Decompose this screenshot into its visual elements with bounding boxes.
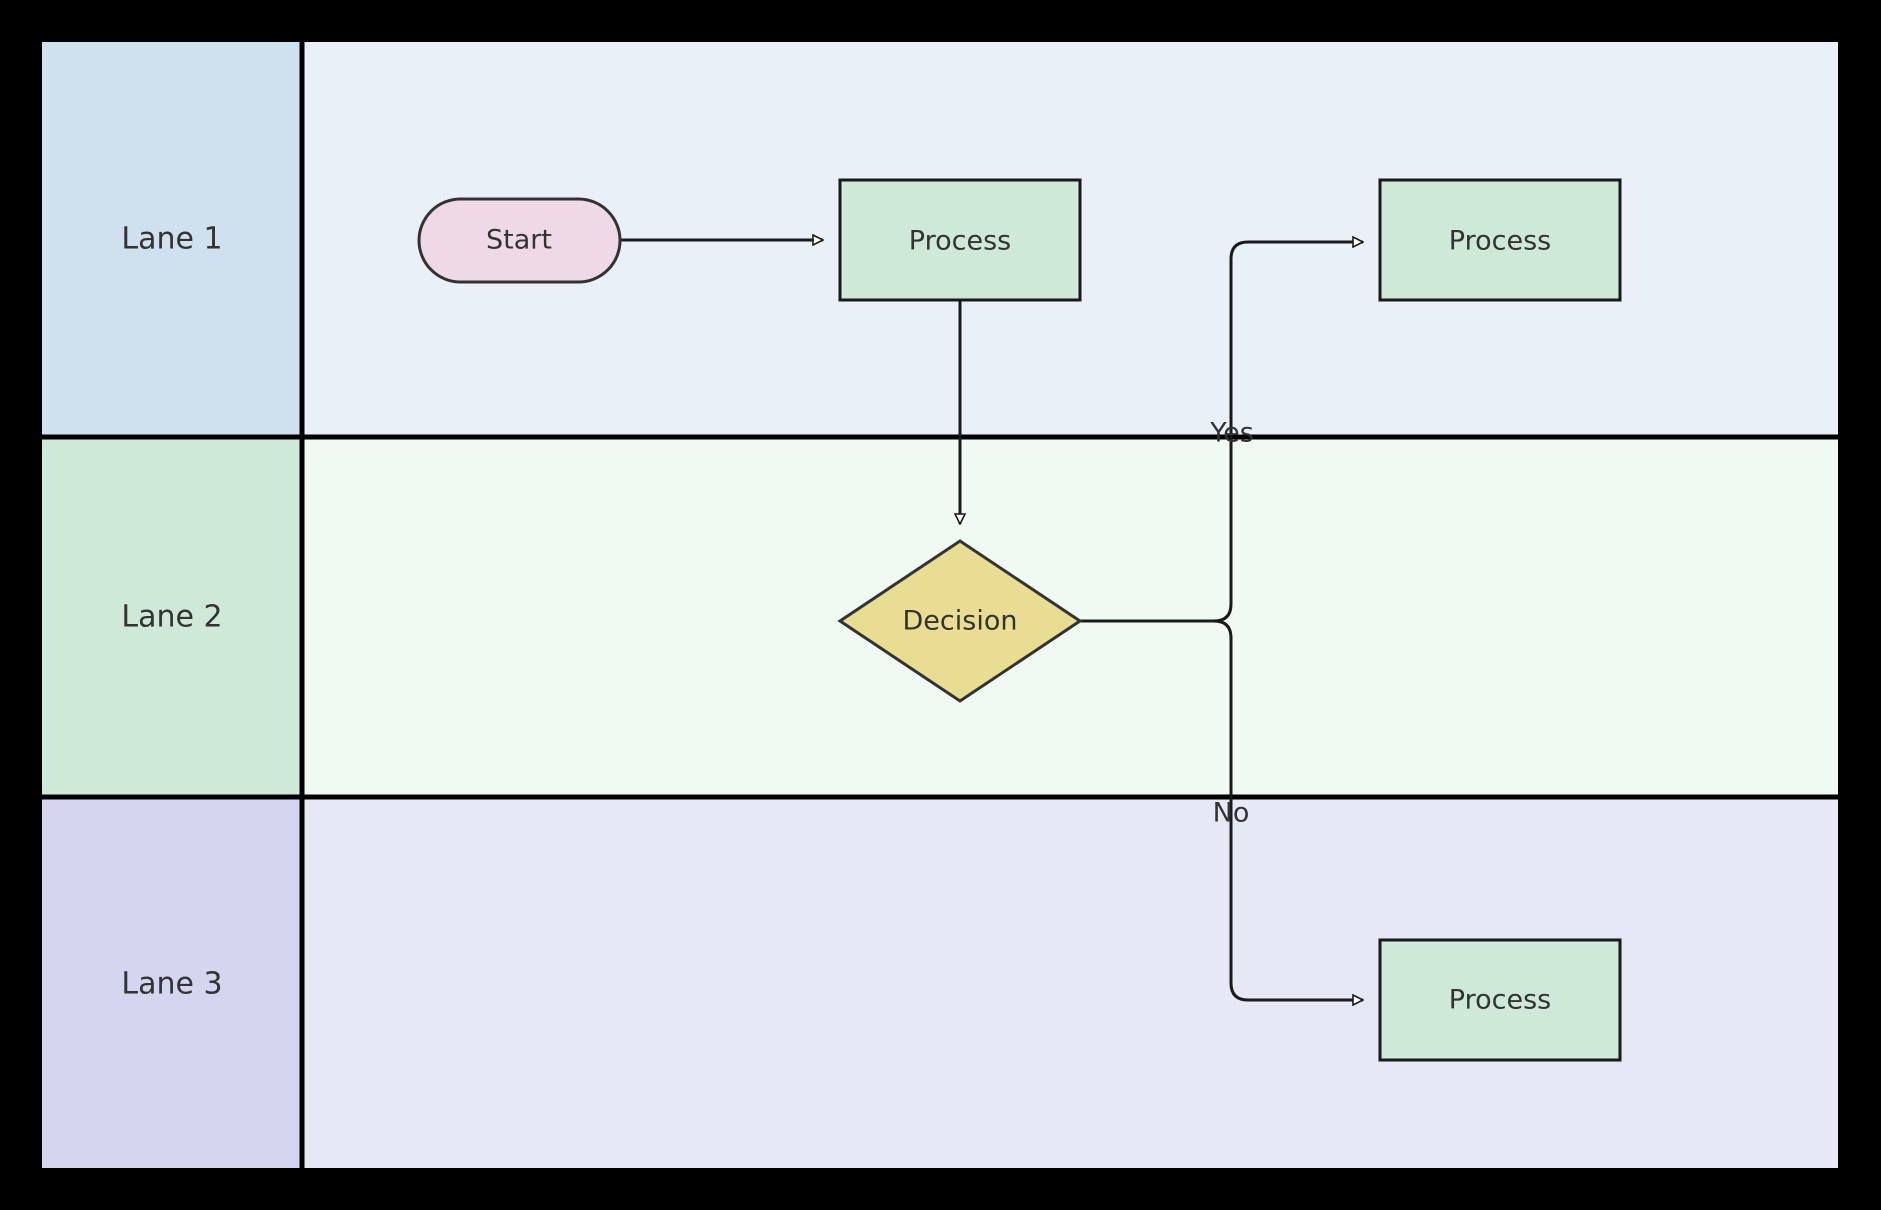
lane-headers: Lane 1 Lane 2 Lane 3 bbox=[42, 42, 302, 1168]
nodes: Start Process Process Decision Process bbox=[417, 178, 1622, 1062]
lane-header-3-label: Lane 3 bbox=[121, 967, 222, 1002]
edge-decision-to-process-yes bbox=[1080, 242, 1363, 623]
lane-header-2-fill bbox=[42, 437, 302, 797]
lane-header-1-label: Lane 1 bbox=[121, 222, 222, 257]
node-process-no[interactable]: Process bbox=[1378, 938, 1622, 1062]
node-decision-shape bbox=[837, 539, 1083, 703]
node-process-no-shape bbox=[1378, 938, 1622, 1062]
node-process-1-label: Process bbox=[909, 226, 1011, 257]
lane-header-2-label: Lane 2 bbox=[121, 600, 222, 635]
edge-labels: Yes No bbox=[1209, 418, 1254, 829]
lane-header-3-fill bbox=[42, 797, 302, 1168]
node-process-yes[interactable]: Process bbox=[1378, 178, 1622, 302]
node-process-1[interactable]: Process bbox=[838, 178, 1082, 302]
node-process-1-shape bbox=[838, 178, 1082, 302]
edges bbox=[620, 240, 1363, 1000]
edge-decision-to-process-no bbox=[1080, 619, 1363, 1000]
lane-header-3[interactable]: Lane 3 bbox=[42, 797, 302, 1168]
node-start-shape bbox=[417, 197, 622, 284]
lane-header-1-fill bbox=[42, 42, 302, 437]
lane-header-2[interactable]: Lane 2 bbox=[42, 437, 302, 797]
node-process-no-label: Process bbox=[1449, 985, 1551, 1016]
node-start[interactable]: Start bbox=[417, 197, 622, 284]
node-decision-label: Decision bbox=[903, 606, 1018, 637]
node-process-yes-label: Process bbox=[1449, 226, 1551, 257]
node-start-label: Start bbox=[486, 225, 552, 256]
node-decision[interactable]: Decision bbox=[837, 539, 1083, 703]
lane-header-1[interactable]: Lane 1 bbox=[42, 42, 302, 437]
edge-label-yes: Yes bbox=[1209, 418, 1254, 449]
lane-dividers bbox=[42, 42, 1838, 1168]
edge-label-no: No bbox=[1213, 798, 1250, 829]
node-process-yes-shape bbox=[1378, 178, 1622, 302]
